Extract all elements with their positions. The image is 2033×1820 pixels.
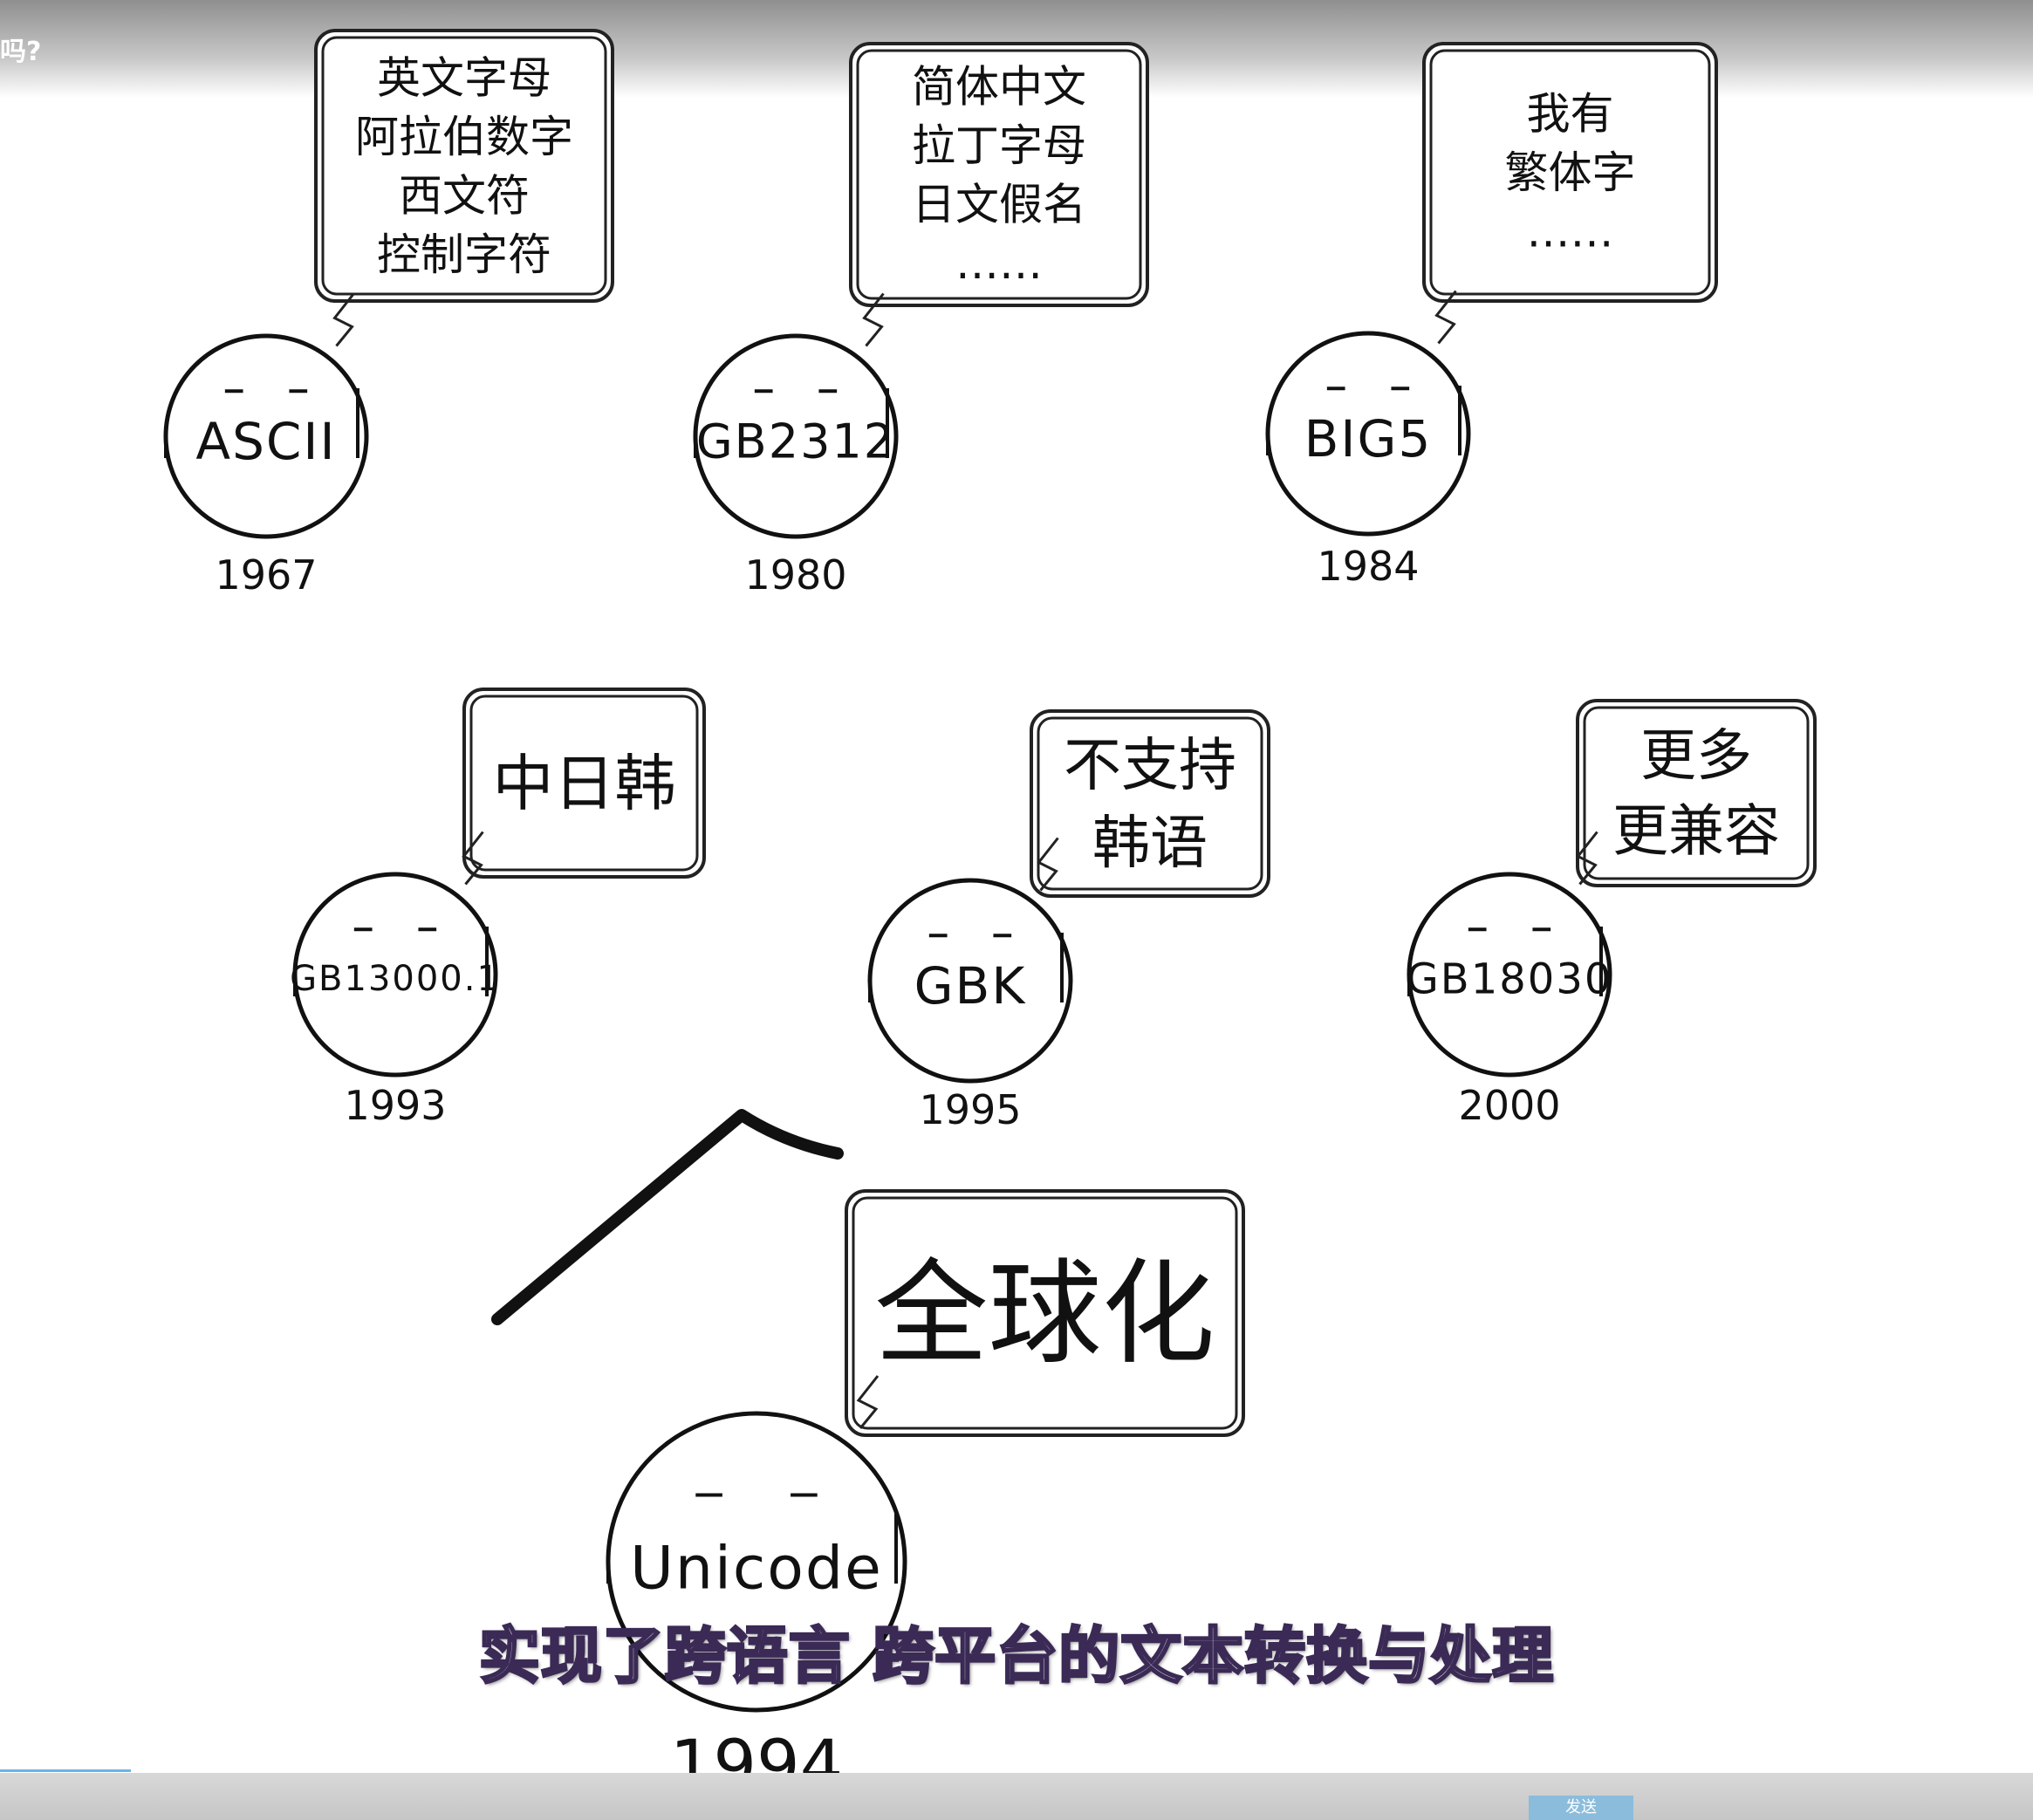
speech-text: 更多 xyxy=(1640,724,1752,789)
speech-bubble xyxy=(1422,42,1718,303)
video-progress-bar[interactable] xyxy=(0,1769,131,1772)
encoding-name: Unicode xyxy=(630,1535,883,1604)
speech-bubble-inner-border xyxy=(469,694,699,872)
player-bottom-bar xyxy=(0,1773,2033,1820)
speech-text: …… xyxy=(1527,207,1614,257)
speech-zigzag xyxy=(1434,290,1457,345)
encoding-name: GB13000.1 xyxy=(290,959,501,999)
speech-text: 不支持 xyxy=(1064,732,1236,799)
encoding-year: 1980 xyxy=(744,551,846,599)
speech-bubble-inner-border xyxy=(1429,49,1711,296)
speech-bubble xyxy=(462,688,706,879)
speech-zigzag xyxy=(856,1375,880,1429)
speech-bubble-inner-border xyxy=(856,49,1142,300)
speech-bubble xyxy=(1576,699,1817,887)
video-subtitle: 实现了跨语言 跨平台的文本转换与处理 xyxy=(477,1619,1555,1693)
speech-text: 西文符 xyxy=(399,170,530,221)
speech-text: 日文假名 xyxy=(912,179,1086,229)
encoding-name: BIG5 xyxy=(1304,409,1433,469)
speech-text: 我有 xyxy=(1527,89,1614,140)
speech-zigzag xyxy=(862,292,885,347)
encoding-year: 1984 xyxy=(1317,543,1419,590)
speech-bubble-inner-border xyxy=(1583,706,1810,880)
speech-text: 控制字符 xyxy=(377,229,551,280)
encoding-year: 1995 xyxy=(919,1086,1021,1133)
speech-bubble-inner-border xyxy=(852,1196,1238,1430)
encoding-name: ASCII xyxy=(195,412,336,471)
speech-text: 英文字母 xyxy=(377,52,551,103)
decorative-stroke xyxy=(491,1109,844,1325)
encoding-year: 1993 xyxy=(344,1082,446,1129)
speech-bubble xyxy=(1030,709,1270,898)
speech-text: 全球化 xyxy=(874,1248,1215,1380)
speech-bubble-inner-border xyxy=(321,36,607,296)
speech-text: 简体中文 xyxy=(912,61,1086,112)
send-button[interactable]: 发送 xyxy=(1529,1796,1633,1820)
encoding-name: GBK xyxy=(914,956,1027,1016)
speech-text: 繁体字 xyxy=(1505,147,1636,198)
speech-bubble xyxy=(849,42,1149,307)
speech-bubble xyxy=(314,29,614,303)
encoding-year: 2000 xyxy=(1458,1082,1560,1129)
speech-bubble-inner-border xyxy=(1037,716,1263,891)
speech-zigzag xyxy=(332,292,355,347)
video-title: 吗? xyxy=(0,37,42,67)
speech-text: 韩语 xyxy=(1092,810,1208,877)
speech-text: 更兼容 xyxy=(1612,800,1780,865)
speech-zigzag xyxy=(1037,837,1059,892)
speech-text: 拉丁字母 xyxy=(912,120,1086,171)
encoding-name: GB18030 xyxy=(1407,955,1613,1004)
speech-text: 阿拉伯数字 xyxy=(355,112,573,162)
speech-zigzag xyxy=(462,831,484,886)
speech-zigzag xyxy=(1576,831,1598,886)
encoding-character: 中日韩 GB13000.1 1993 xyxy=(290,688,706,1129)
encoding-year: 1967 xyxy=(215,551,317,599)
speech-text: 中日韩 xyxy=(493,748,676,819)
speech-bubble xyxy=(845,1189,1245,1437)
speech-text: …… xyxy=(955,238,1043,289)
encoding-name: GB2312 xyxy=(696,414,895,469)
